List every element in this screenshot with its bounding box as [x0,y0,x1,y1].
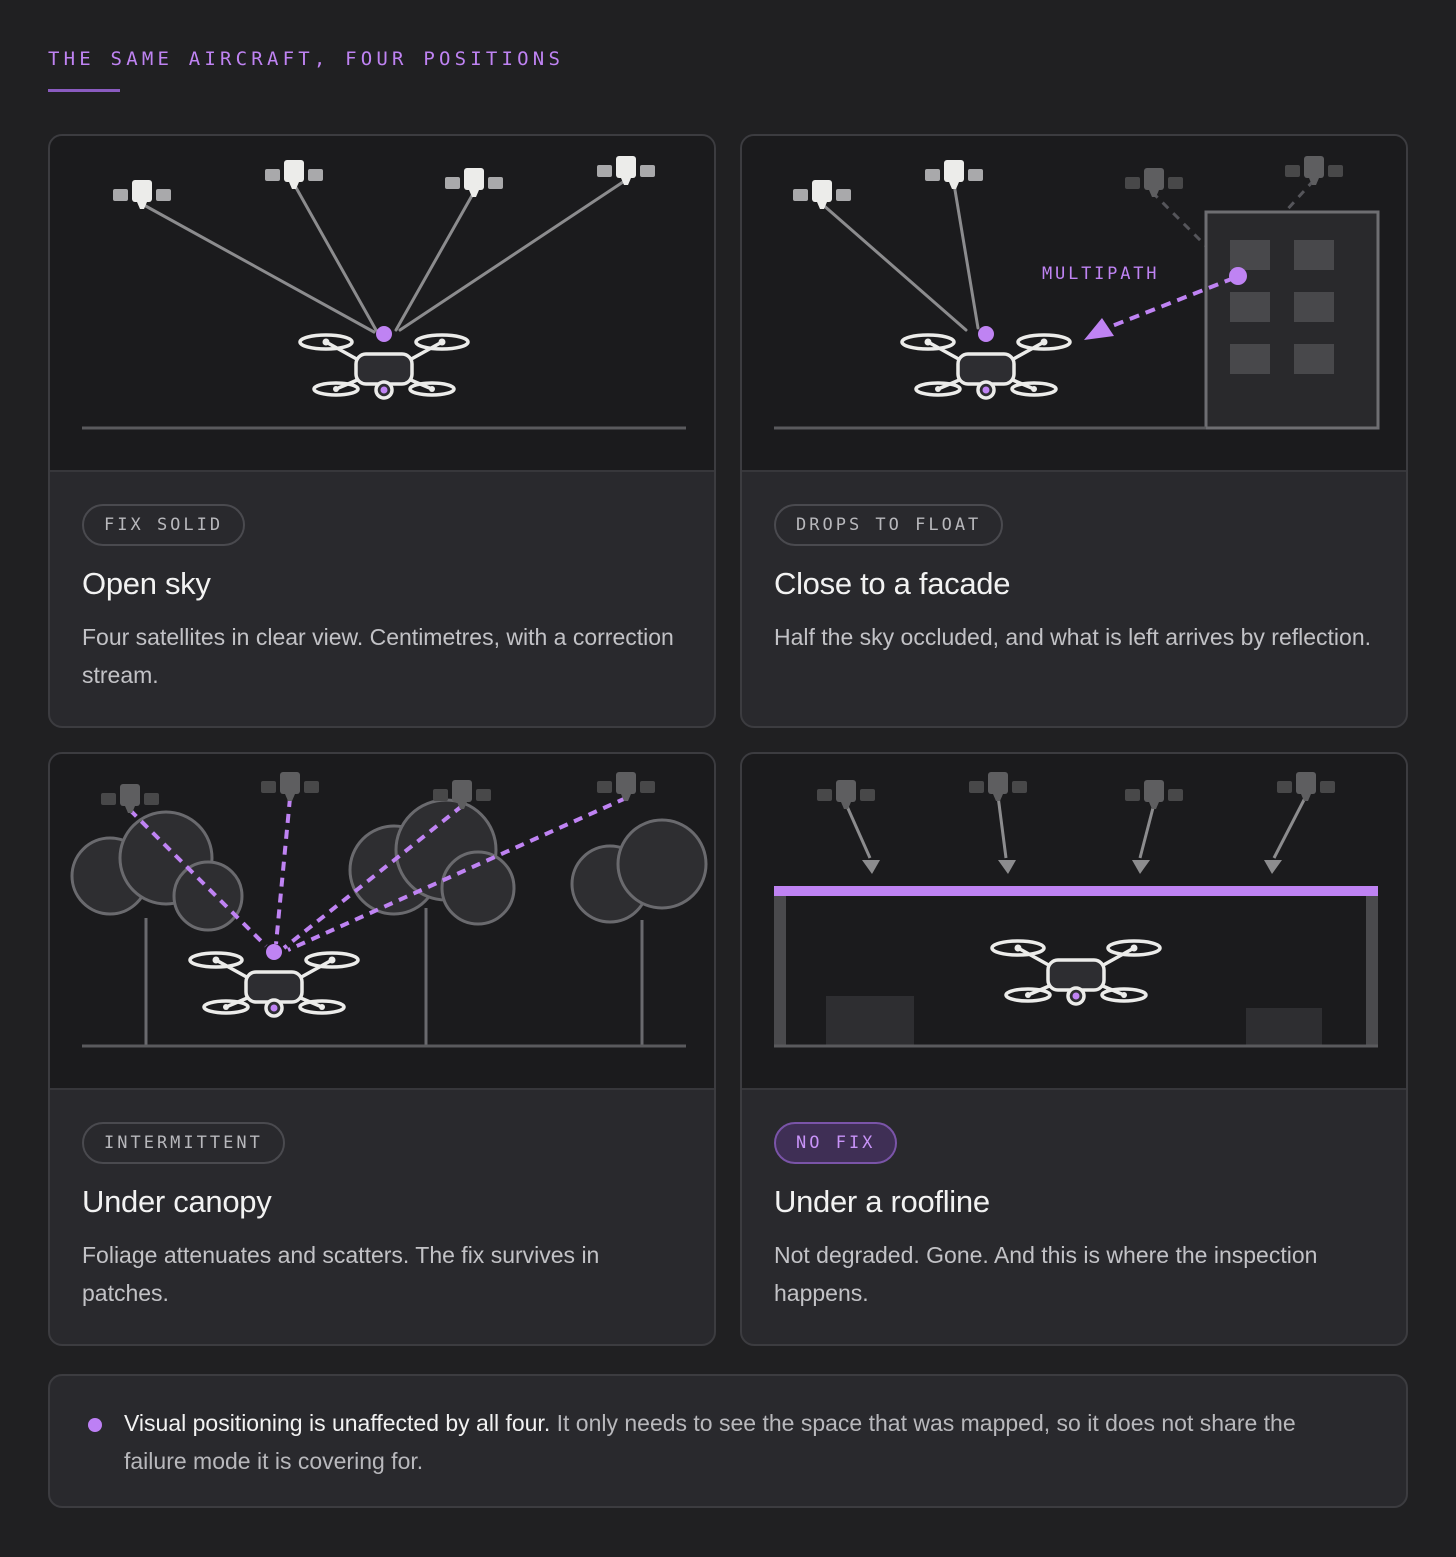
blocked-signal [1272,795,1308,859]
drone-icon [188,951,360,1018]
note-text: Visual positioning is unaffected by all … [124,1404,1364,1480]
section-eyebrow: THE SAME AIRCRAFT, FOUR POSITIONS [48,48,565,70]
scattered-signal [274,797,292,945]
canopy-illustration [70,772,708,1048]
facade-illustration: MULTIPATH [774,156,1380,430]
card-title: Under a roofline [774,1184,990,1219]
scattered-signal [128,808,268,948]
bullet-dot-icon [88,1418,102,1432]
satellite-icon [1277,772,1335,801]
building-window [1294,344,1334,374]
card-open-sky: FIX SOLID Open sky Four satellites in cl… [48,134,716,728]
card-title: Open sky [82,566,211,601]
card-description: Not degraded. Gone. And this is where th… [774,1242,1318,1306]
satellite-icon [1125,780,1183,809]
scene-facade: MULTIPATH [742,136,1406,472]
signal-line [398,178,628,332]
status-badge: INTERMITTENT [82,1122,285,1164]
status-badge: FIX SOLID [82,504,246,546]
arrowhead-icon [1264,860,1282,874]
note-rest: It only needs to see the space that was … [124,1410,1296,1474]
crate [826,996,914,1046]
blocked-signal [1138,803,1156,859]
satellite-icon [597,772,655,801]
satellite-icon [969,772,1027,801]
tree-crown [616,818,708,910]
multipath-ray [1111,276,1235,328]
status-badge: DROPS TO FLOAT [774,504,1004,546]
satellite-icon [445,168,503,197]
satellite-icon [113,180,171,209]
roof-pillar [1366,896,1378,1046]
card-description: Four satellites in clear view. Centimetr… [82,624,674,688]
drone-icon [900,333,1072,400]
signal-line [820,202,968,332]
roofline-illustration [774,772,1378,1048]
signal-line [140,202,376,334]
satellite-occluded-icon [1285,156,1343,185]
status-badge: NO FIX [774,1122,898,1164]
reflection-point [1229,267,1247,285]
multipath-label: MULTIPATH [1042,264,1159,284]
arrowhead-icon [1132,860,1150,874]
arrowhead-icon [998,860,1016,874]
satellite-icon [265,160,323,189]
blocked-signal [996,795,1008,859]
roof-slab [774,886,1378,896]
receiver-dot [978,326,994,342]
satellite-icon [261,772,319,801]
building-window [1230,292,1270,322]
tree-crown [172,860,244,932]
scenario-grid: FIX SOLID Open sky Four satellites in cl… [48,134,1408,1346]
roof-pillar [774,896,786,1046]
card-canopy: INTERMITTENT Under canopy Foliage attenu… [48,752,716,1346]
card-description: Half the sky occluded, and what is left … [774,624,1372,650]
eyebrow-underline [48,89,120,92]
satellite-icon [925,160,983,189]
scene-roofline [742,754,1406,1090]
card-roofline: NO FIX Under a roofline Not degraded. Go… [740,752,1408,1346]
receiver-dot [376,326,392,342]
satellite-icon [793,180,851,209]
signal-line [952,182,980,330]
note-strong: Visual positioning is unaffected by all … [124,1410,551,1436]
arrowhead-icon [1084,318,1114,340]
drone-icon [298,333,470,400]
crate [1246,1008,1322,1046]
scattered-signal [282,804,464,950]
tree-crown [440,850,516,926]
satellite-icon [101,784,159,813]
receiver-dot [266,944,282,960]
satellite-icon [597,156,655,185]
card-description: Foliage attenuates and scatters. The fix… [82,1242,600,1306]
satellite-occluded-icon [1125,168,1183,197]
card-title: Under canopy [82,1184,272,1219]
satellite-icon [817,780,875,809]
signal-line [292,182,378,332]
scene-open-sky [50,136,714,472]
building-window [1230,344,1270,374]
drone-icon [990,939,1162,1006]
signal-line [394,190,476,332]
arrowhead-icon [862,860,880,874]
scattered-signal [287,796,627,952]
summary-note: Visual positioning is unaffected by all … [48,1374,1408,1508]
building-window [1230,240,1270,270]
building-window [1294,292,1334,322]
building-window [1294,240,1334,270]
card-facade: MULTIPATH DROPS TO FLOAT Close to a faca… [740,134,1408,728]
blocked-signal [844,803,872,859]
open-sky-illustration [82,156,686,430]
card-title: Close to a facade [774,566,1011,601]
scene-canopy [50,754,714,1090]
